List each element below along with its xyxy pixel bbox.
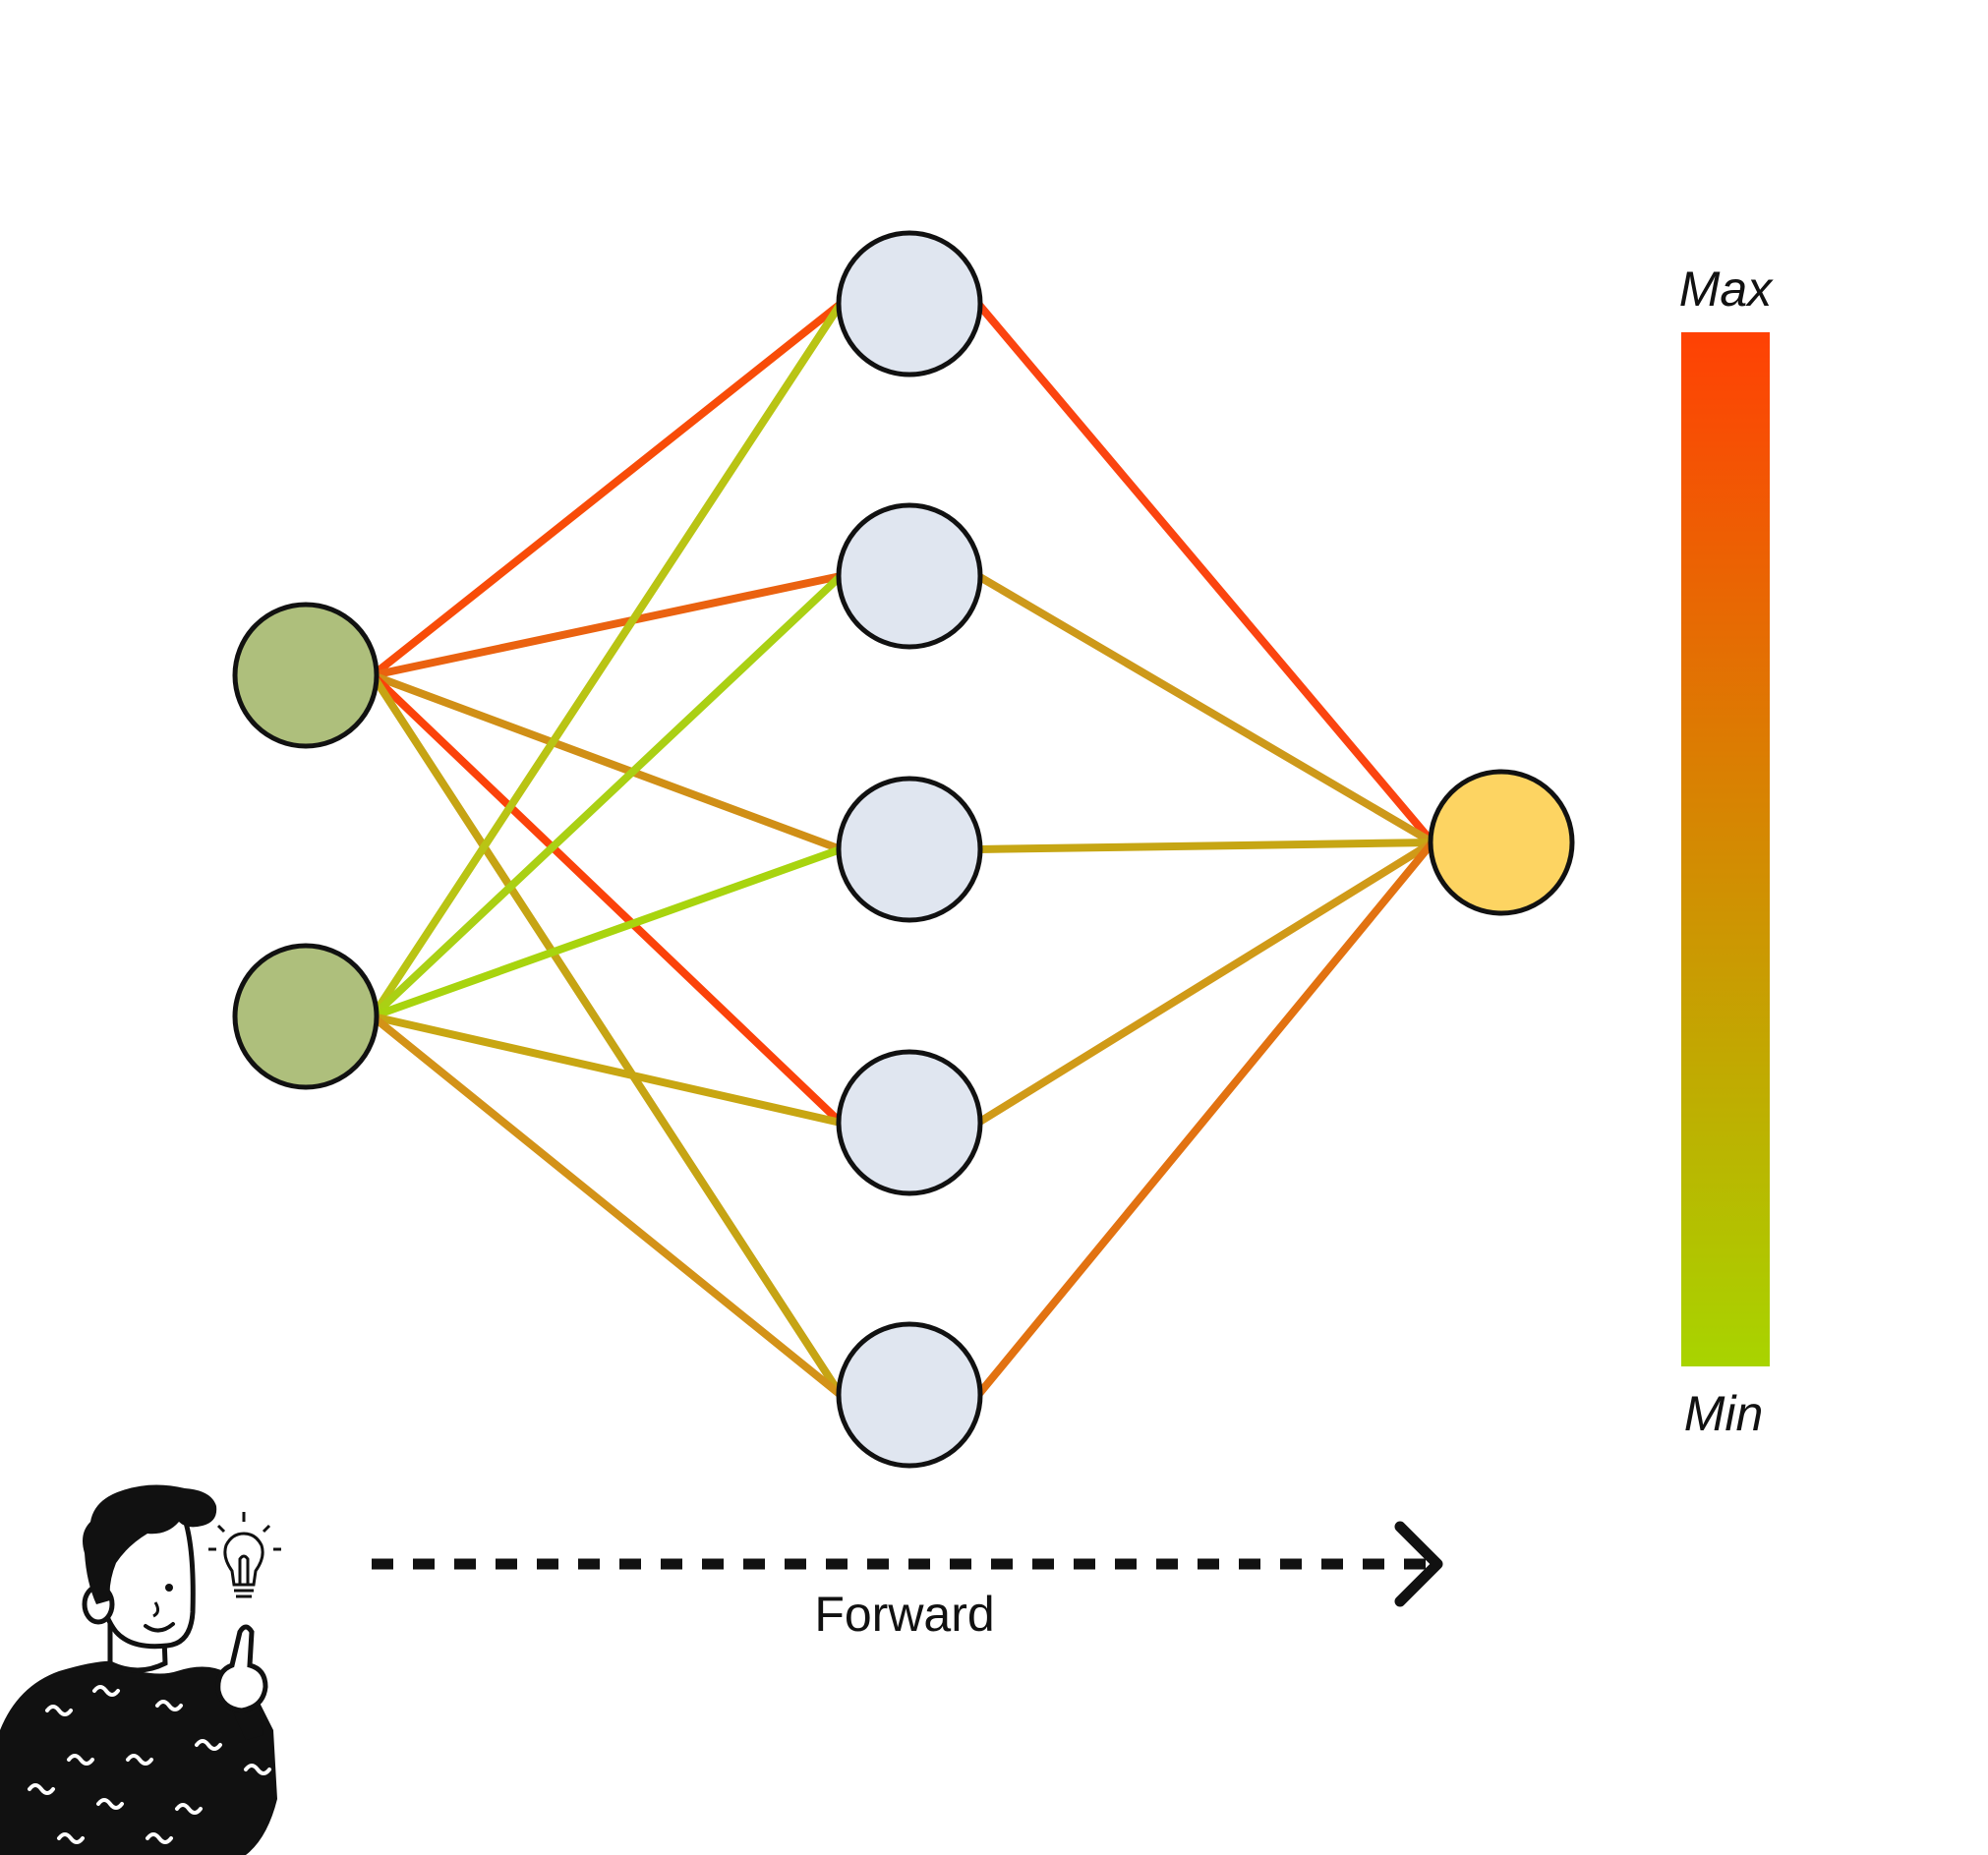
input-node-1 (232, 943, 380, 1090)
hidden-node-4 (836, 1321, 983, 1469)
edge-input-0-hidden-3 (369, 671, 845, 1127)
legend-min-label: Min (1684, 1386, 1764, 1441)
edge-input-1-hidden-4 (369, 1013, 845, 1399)
input-node-0 (232, 602, 380, 749)
color-scale-bar (1681, 332, 1770, 1366)
color-scale-legend: Max Min (1679, 261, 1774, 1441)
hidden-node-2 (836, 776, 983, 923)
edge-input-1-hidden-0 (369, 300, 845, 1020)
edge-input-0-hidden-2 (369, 671, 845, 853)
edge-input-1-hidden-3 (369, 1013, 845, 1127)
person-idea-icon (0, 1484, 281, 1855)
edge-hidden-1-output (974, 572, 1436, 846)
edge-hidden-2-output (974, 839, 1436, 853)
edge-input-1-hidden-1 (369, 572, 845, 1020)
connections (369, 300, 1436, 1399)
edge-hidden-3-output (974, 839, 1436, 1127)
neurons (232, 230, 1575, 1469)
lightbulb-icon (208, 1512, 281, 1598)
edge-hidden-4-output (974, 839, 1436, 1399)
output-node-0 (1428, 769, 1575, 916)
legend-max-label: Max (1679, 261, 1774, 317)
hidden-node-3 (836, 1049, 983, 1196)
forward-arrow: Forward (372, 1521, 1443, 1642)
hidden-node-1 (836, 502, 983, 650)
edge-input-0-hidden-0 (369, 300, 845, 679)
forward-label: Forward (814, 1587, 994, 1642)
forward-arrow-head-icon (1394, 1521, 1443, 1607)
edge-input-0-hidden-4 (369, 671, 845, 1399)
edge-hidden-0-output (974, 300, 1436, 846)
edge-input-0-hidden-1 (369, 572, 845, 679)
hidden-node-0 (836, 230, 983, 377)
edge-input-1-hidden-2 (369, 845, 845, 1020)
